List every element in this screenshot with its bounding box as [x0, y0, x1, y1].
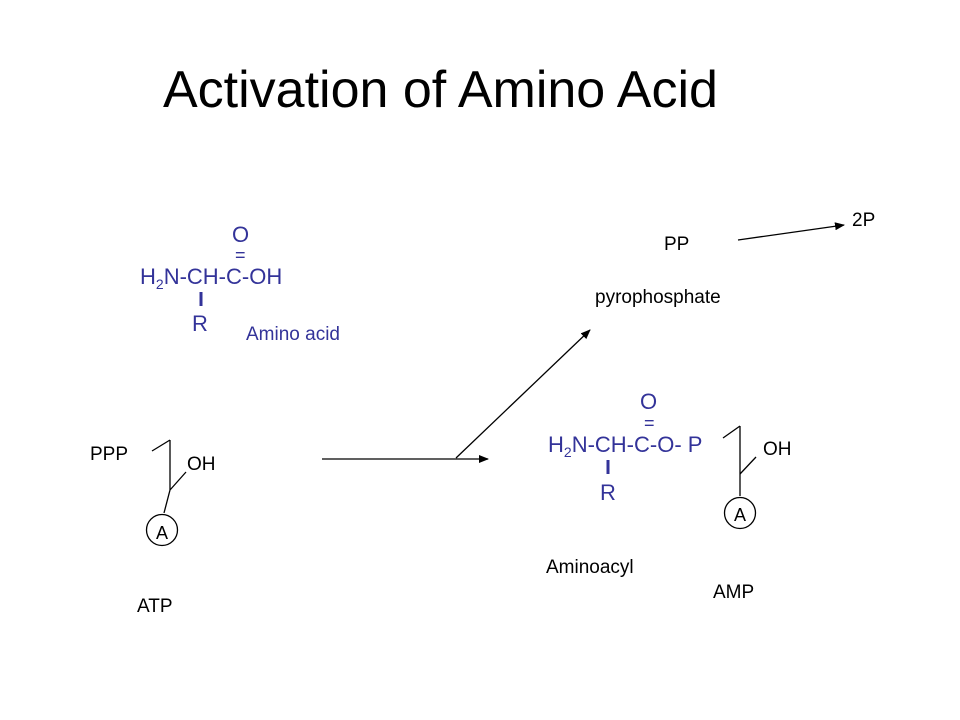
amp-label: AMP [713, 582, 755, 603]
atp-bond-oh [169, 471, 187, 491]
aminoacyl-double-bond: = [644, 413, 655, 433]
hydrolysis-arrow [737, 222, 845, 241]
atp-label: ATP [137, 596, 173, 617]
amino-acid-formula-subscript: 2 [155, 276, 164, 292]
aminoacyl-formula-rest: N-CH-C-O- P [571, 432, 703, 457]
pyrophosphate-branch-arrow [455, 329, 591, 459]
aminoacyl-r-group: R [600, 480, 616, 505]
amino-acid-formula: H2N-CH-C-OH [140, 264, 283, 292]
atp-bond-ribose [163, 489, 171, 514]
two-phosphate: 2P [852, 210, 876, 231]
amp-bond-phosphate [722, 425, 741, 439]
amino-acid-double-bond: = [235, 245, 246, 265]
amino-acid-label: Amino acid [246, 324, 340, 345]
pyrophosphate-label: pyrophosphate [595, 287, 721, 308]
aminoacyl-carbonyl-o: O [640, 389, 658, 414]
atp-ppp: PPP [90, 444, 129, 465]
amp-oh: OH [763, 439, 792, 460]
atp-adenosine-circle [145, 513, 179, 547]
amp-bond-oh [739, 456, 757, 475]
amino-acid-formula-h: H [140, 264, 156, 289]
amino-acid-r-group: R [192, 311, 208, 336]
atp-bond-ppp [151, 439, 171, 452]
aminoacyl-formula-subscript: 2 [563, 444, 572, 460]
slide-title: Activation of Amino Acid [163, 61, 718, 119]
aminoacyl-formula: H2N-CH-C-O- P [548, 432, 703, 460]
aminoacyl-formula-h: H [548, 432, 564, 457]
amp-adenosine-circle [723, 496, 757, 530]
amp-adenosine-a: A [734, 505, 747, 525]
atp-adenosine-a: A [156, 523, 169, 543]
aminoacyl-label: Aminoacyl [546, 557, 634, 578]
amino-acid-carbonyl-o: O [232, 222, 250, 247]
pyrophosphate-pp: PP [664, 234, 690, 255]
amino-acid-formula-rest: N-CH-C-OH [163, 264, 283, 289]
atp-oh: OH [187, 454, 216, 475]
